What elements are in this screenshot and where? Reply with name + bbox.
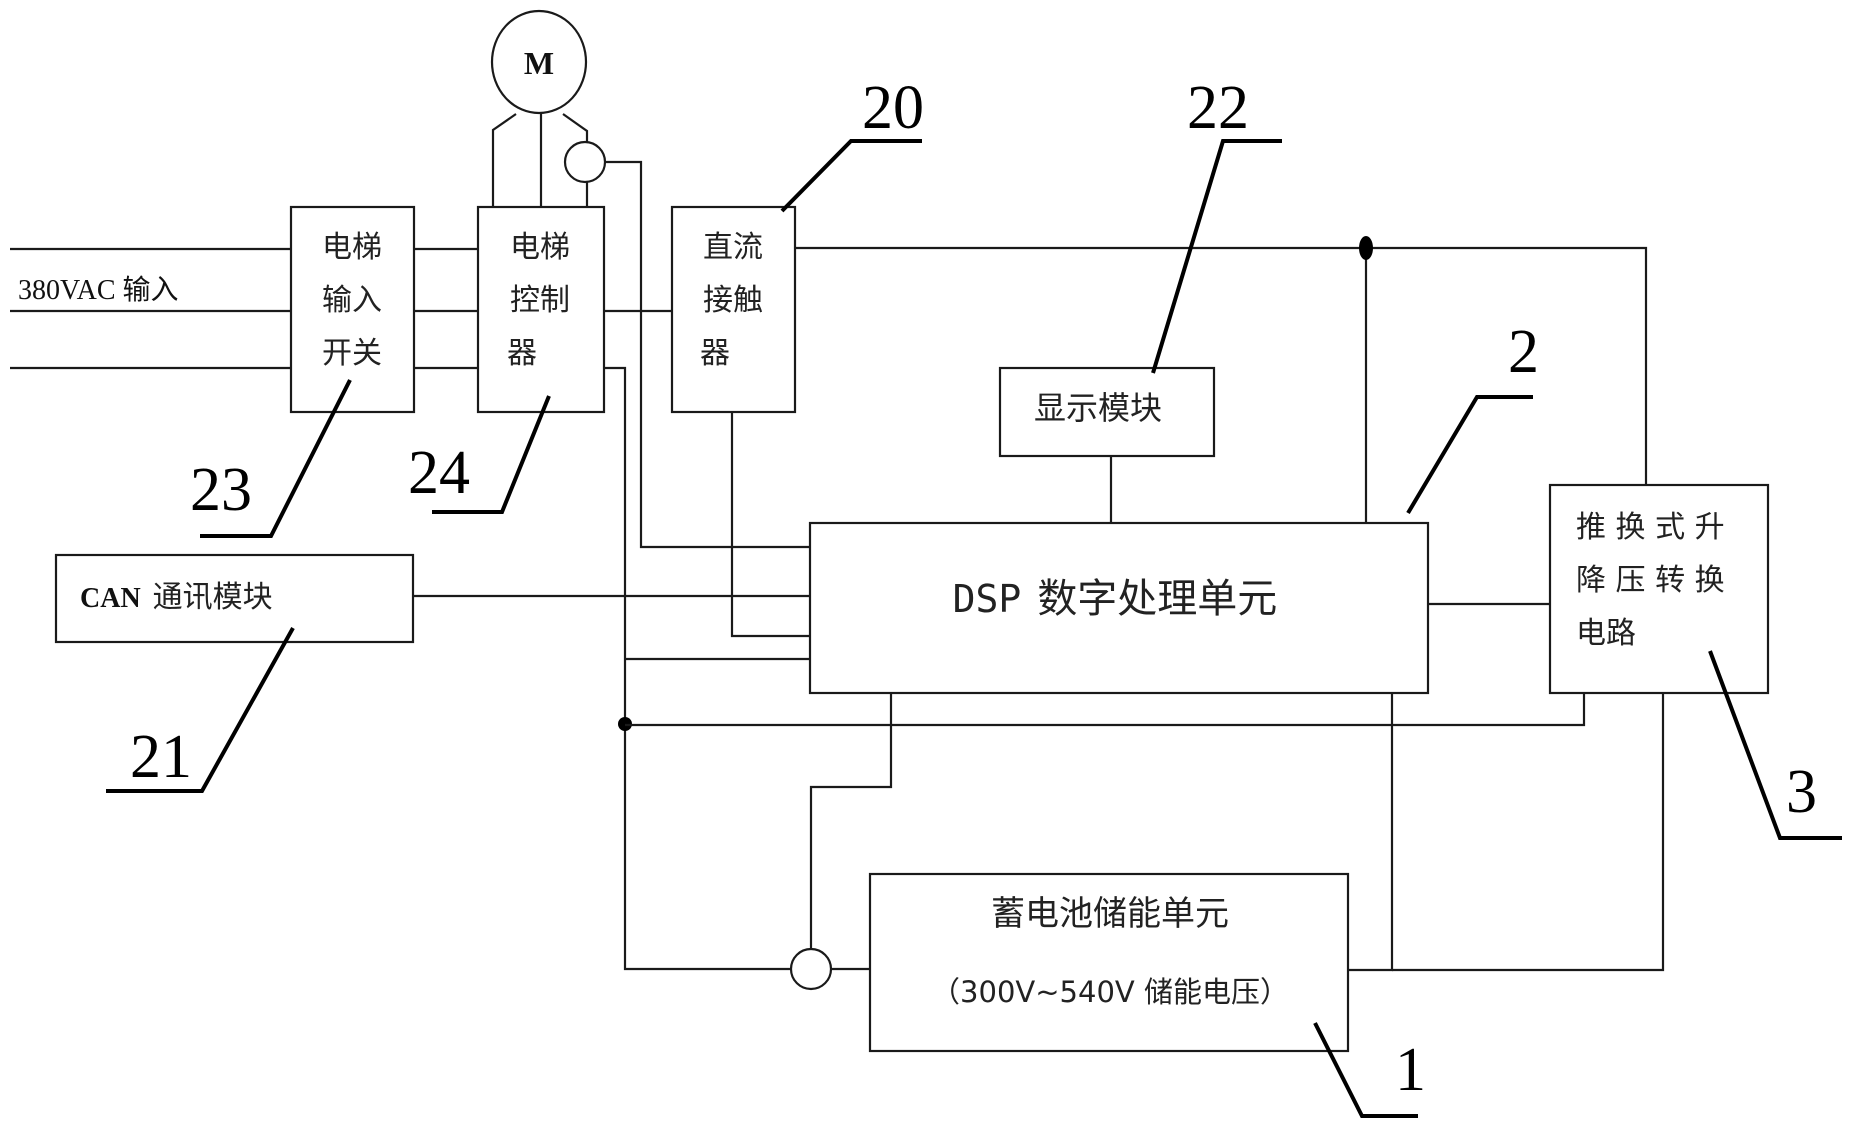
converter-line-2: 降 压 转 换 bbox=[1576, 563, 1725, 598]
ref-number-24: 24 bbox=[408, 439, 470, 507]
converter-to-battery-wire bbox=[1392, 693, 1665, 972]
display-module-label: 显示模块 bbox=[1034, 389, 1162, 427]
ref-label-1: 1 bbox=[1313, 1022, 1426, 1118]
ref-number-20: 20 bbox=[862, 74, 924, 142]
dc-bus-top-wire bbox=[795, 246, 1648, 485]
motor-lead-left bbox=[491, 113, 517, 207]
ref-label-22: 22 bbox=[1151, 74, 1282, 374]
dsp-to-battery-wire bbox=[1348, 693, 1394, 972]
controller-line-2: 控制 bbox=[510, 283, 570, 318]
motor-label: M bbox=[524, 45, 554, 81]
ref-number-1: 1 bbox=[1395, 1036, 1426, 1104]
controller-line-1: 电梯 bbox=[510, 230, 570, 265]
leader-line-20 bbox=[780, 139, 922, 213]
ref-number-21: 21 bbox=[130, 723, 192, 791]
ref-label-3: 3 bbox=[1708, 650, 1842, 840]
leader-line-1 bbox=[1313, 1022, 1418, 1118]
display-module-block: 显示模块 bbox=[998, 366, 1216, 458]
battery-subtitle: （300V~540V 储能电压） bbox=[931, 975, 1289, 1009]
motor-circle bbox=[490, 9, 588, 115]
leader-line-24 bbox=[432, 395, 551, 514]
ref-number-23: 23 bbox=[190, 456, 252, 524]
motor: M bbox=[490, 9, 810, 549]
converter-line-3: 电路 bbox=[1576, 616, 1636, 651]
push-pull-converter-block: 推 换 式 升 降 压 转 换 电路 bbox=[1548, 483, 1770, 695]
ref-label-20: 20 bbox=[780, 74, 924, 213]
ref-label-24: 24 bbox=[408, 395, 551, 514]
dsp-unit-block: DSP 数字处理单元 bbox=[808, 521, 1430, 695]
ref-label-21: 21 bbox=[106, 627, 295, 793]
controller-line-3: 器 bbox=[507, 336, 537, 371]
leader-line-22 bbox=[1151, 139, 1282, 374]
can-label-cjk: 通讯模块 bbox=[153, 580, 273, 615]
current-sensor-circle bbox=[563, 140, 607, 184]
contactor-line-1: 直流 bbox=[703, 230, 763, 265]
dc-contactor-block: 直流 接触 器 bbox=[670, 205, 797, 414]
contactor-line-2: 接触 bbox=[703, 283, 763, 318]
switch-to-controller-lines bbox=[414, 247, 478, 370]
dsp-label-latin: DSP bbox=[953, 577, 1022, 621]
ref-label-2: 2 bbox=[1406, 318, 1539, 515]
ac-input-label: 380VAC 输入 bbox=[18, 274, 179, 306]
ref-number-3: 3 bbox=[1786, 758, 1817, 826]
ref-number-22: 22 bbox=[1187, 74, 1249, 142]
can-label-latin: CAN bbox=[80, 583, 141, 614]
elevator-controller-block: 电梯 控制 器 bbox=[476, 205, 606, 414]
contactor-line-3: 器 bbox=[700, 336, 730, 371]
controller-to-battery-wire bbox=[604, 366, 791, 971]
dsp-label-cjk: 数字处理单元 bbox=[1037, 576, 1277, 622]
ref-number-2: 2 bbox=[1508, 318, 1539, 386]
input-switch-line-1: 电梯 bbox=[322, 230, 382, 265]
junction-dot-top bbox=[1359, 236, 1373, 260]
battery-title: 蓄电池储能单元 bbox=[991, 894, 1229, 934]
leader-line-2 bbox=[1406, 395, 1533, 515]
input-switch-line-3: 开关 bbox=[322, 336, 382, 371]
can-module-block: CAN 通讯模块 bbox=[54, 553, 415, 644]
ref-label-23: 23 bbox=[190, 379, 352, 538]
motor-lead-right bbox=[562, 113, 589, 142]
dsp-label: DSP 数字处理单元 bbox=[953, 576, 1278, 622]
ac-input-lines bbox=[10, 247, 291, 370]
can-module-label: CAN 通讯模块 bbox=[80, 580, 273, 615]
dsp-to-sensor-wire bbox=[809, 694, 893, 949]
converter-line-1: 推 换 式 升 bbox=[1576, 510, 1725, 545]
leader-line-23 bbox=[200, 379, 352, 538]
battery-storage-block: 蓄电池储能单元 （300V~540V 储能电压） bbox=[868, 872, 1350, 1053]
battery-sensor-circle bbox=[789, 947, 833, 991]
input-switch-line-2: 输入 bbox=[322, 283, 382, 318]
elevator-input-switch-block: 电梯 输入 开关 bbox=[289, 205, 416, 414]
contactor-to-dsp-wire bbox=[730, 412, 810, 638]
converter-bus-wire bbox=[625, 693, 1586, 727]
sensor-to-dsp-wire bbox=[605, 160, 810, 549]
leader-line-3 bbox=[1708, 650, 1842, 840]
leader-line-21 bbox=[106, 627, 295, 793]
